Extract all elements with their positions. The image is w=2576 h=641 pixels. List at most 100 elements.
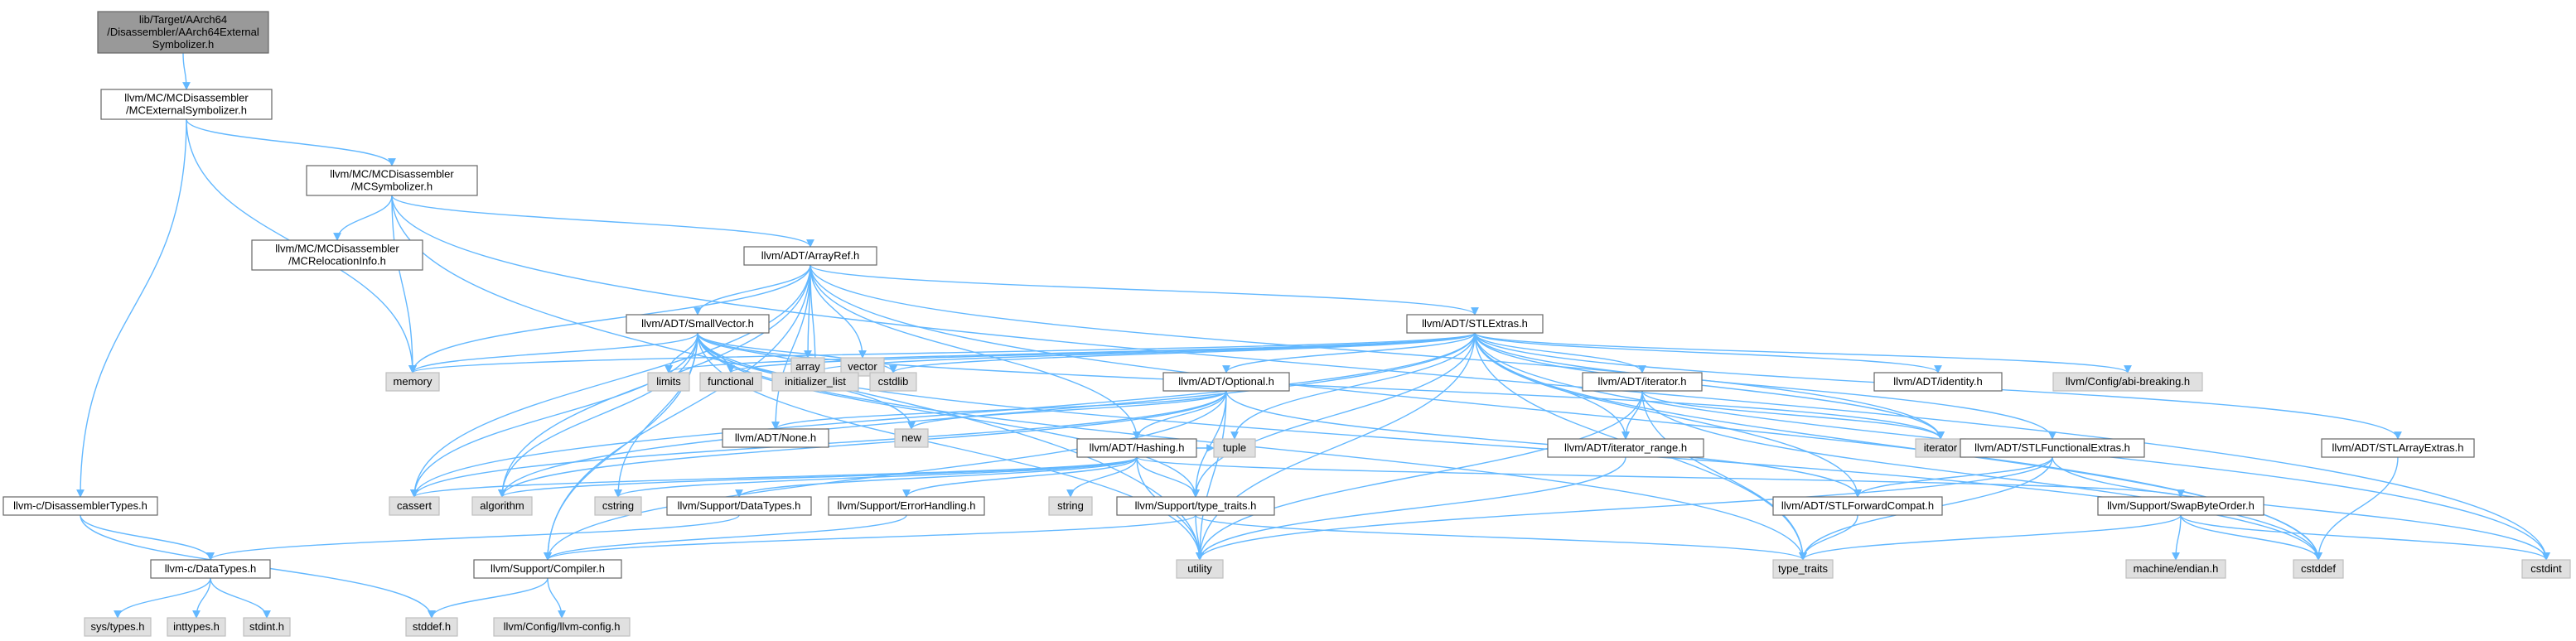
node-iterrange[interactable]: llvm/ADT/iterator_range.h <box>1547 438 1704 458</box>
edge-smallvec-to-memory <box>408 332 698 374</box>
include-edge <box>1474 332 2056 440</box>
edge-optional-to-utility <box>1196 390 1227 561</box>
node-label: /MCSymbolizer.h <box>351 181 433 193</box>
edge-arrayref-to-stlextras <box>810 264 1479 316</box>
node-label: cstddef <box>2301 562 2336 575</box>
node-functional: functional <box>699 372 762 392</box>
include-edge <box>333 195 393 241</box>
node-box <box>1772 559 1834 579</box>
node-box <box>97 11 269 54</box>
node-box <box>251 239 423 271</box>
node-identity[interactable]: llvm/ADT/identity.h <box>1873 372 2003 392</box>
include-edge <box>80 514 215 561</box>
node-cstddef: cstddef <box>2293 559 2344 579</box>
node-box <box>647 372 690 392</box>
edge-stlextras-to-abibreak <box>1474 332 2132 374</box>
node-label: cstring <box>602 499 634 512</box>
node-hashing[interactable]: llvm/ADT/Hashing.h <box>1076 438 1197 458</box>
edge-mcsym-to-arrayref <box>391 195 814 248</box>
node-compiler[interactable]: llvm/Support/Compiler.h <box>473 559 622 579</box>
node-label: sys/types.h <box>90 620 144 633</box>
node-stlfwd[interactable]: llvm/ADT/STLForwardCompat.h <box>1772 496 1943 516</box>
node-label: /MCRelocationInfo.h <box>288 255 386 267</box>
edge-errhandling-to-compiler <box>544 514 907 561</box>
node-new: new <box>894 428 929 448</box>
node-box <box>594 496 642 516</box>
include-edge <box>544 514 1196 561</box>
edge-smallvec-to-compiler <box>544 332 698 561</box>
node-stlfunc[interactable]: llvm/ADT/STLFunctionalExtras.h <box>1960 438 2145 458</box>
node-box <box>2293 559 2344 579</box>
node-label: inttypes.h <box>173 620 220 633</box>
edge-iterator_h-to-type_traits <box>1641 390 1807 561</box>
include-edge <box>186 118 396 166</box>
include-edge <box>391 195 2550 561</box>
node-datatypes[interactable]: llvm/Support/DataTypes.h <box>666 496 812 516</box>
node-arrayref[interactable]: llvm/ADT/ArrayRef.h <box>743 246 877 266</box>
node-box <box>1406 314 1544 334</box>
node-memory: memory <box>385 372 440 392</box>
edge-optional-to-hashing <box>1133 390 1227 440</box>
node-disasmtypes[interactable]: llvm-c/DisassemblerTypes.h <box>2 496 158 516</box>
include-edge <box>1641 390 1945 440</box>
node-box <box>100 89 273 120</box>
node-box <box>1162 372 1290 392</box>
edge-stlextras-to-cassert <box>410 332 1476 498</box>
node-label: limits <box>656 375 681 388</box>
node-label: array <box>795 360 820 373</box>
node-swapbyte[interactable]: llvm/Support/SwapByteOrder.h <box>2097 496 2264 516</box>
node-label: llvm/MC/MCDisassembler <box>330 168 454 181</box>
node-vector: vector <box>840 357 885 377</box>
node-mcext[interactable]: llvm/MC/MCDisassembler/MCExternalSymboli… <box>100 89 273 120</box>
include-edge <box>2314 456 2399 561</box>
node-label: new <box>901 431 921 444</box>
node-box <box>666 496 812 516</box>
node-box <box>493 617 631 637</box>
node-typetraits_h[interactable]: llvm/Support/type_traits.h <box>1116 496 1275 516</box>
include-edge <box>544 514 907 561</box>
node-label: stdint.h <box>249 620 284 633</box>
edge-arrayref-to-smallvec <box>694 264 811 316</box>
node-label: string <box>1057 499 1084 512</box>
node-box <box>167 617 226 637</box>
node-optional[interactable]: llvm/ADT/Optional.h <box>1162 372 1290 392</box>
include-edge <box>889 332 1476 374</box>
node-mcreloc[interactable]: llvm/MC/MCDisassembler/MCRelocationInfo.… <box>251 239 423 271</box>
node-box <box>626 314 770 334</box>
edge-stlextras-to-utility <box>1196 332 1476 561</box>
node-none[interactable]: llvm/ADT/None.h <box>722 428 829 448</box>
node-label: initializer_list <box>785 375 846 388</box>
node-box <box>1048 496 1093 516</box>
edge-disasmtypes-to-cdatatypes <box>80 514 215 561</box>
edge-arrayref-to-memory <box>408 264 811 374</box>
node-root[interactable]: lib/Target/AArch64/Disassembler/AArch64E… <box>97 11 269 54</box>
include-edge <box>1641 390 1807 561</box>
node-label: Symbolizer.h <box>152 38 214 51</box>
node-mcsym[interactable]: llvm/MC/MCDisassembler/MCSymbolizer.h <box>306 165 478 196</box>
node-stlarray[interactable]: llvm/ADT/STLArrayExtras.h <box>2321 438 2475 458</box>
node-label: cassert <box>397 499 432 512</box>
include-edge <box>210 577 271 619</box>
include-edge <box>697 332 1945 440</box>
edge-optional-to-algorithm <box>498 390 1227 498</box>
node-label: llvm/ADT/STLForwardCompat.h <box>1781 499 1934 512</box>
edge-hashing-to-algorithm <box>498 456 1138 498</box>
node-cdatatypes[interactable]: llvm-c/DataTypes.h <box>150 559 271 579</box>
node-box <box>1213 438 1256 458</box>
node-stlextras[interactable]: llvm/ADT/STLExtras.h <box>1406 314 1544 334</box>
include-edge <box>907 390 1227 430</box>
node-box <box>1547 438 1704 458</box>
node-inttypes: inttypes.h <box>167 617 226 637</box>
edge-typetraits_h-to-type_traits <box>1195 514 1807 561</box>
include-edge <box>1853 456 2053 498</box>
node-errhandling[interactable]: llvm/Support/ErrorHandling.h <box>828 496 985 516</box>
edge-compiler-to-llvmconfig <box>547 577 566 619</box>
node-iterator_h[interactable]: llvm/ADT/iterator.h <box>1582 372 1703 392</box>
include-edge <box>76 118 187 498</box>
node-smallvec[interactable]: llvm/ADT/SmallVector.h <box>626 314 770 334</box>
node-box <box>1873 372 2003 392</box>
node-label: functional <box>708 375 754 388</box>
edge-typetraits_h-to-utility <box>1195 514 1204 561</box>
include-edge <box>1066 456 1138 498</box>
node-box <box>473 559 622 579</box>
